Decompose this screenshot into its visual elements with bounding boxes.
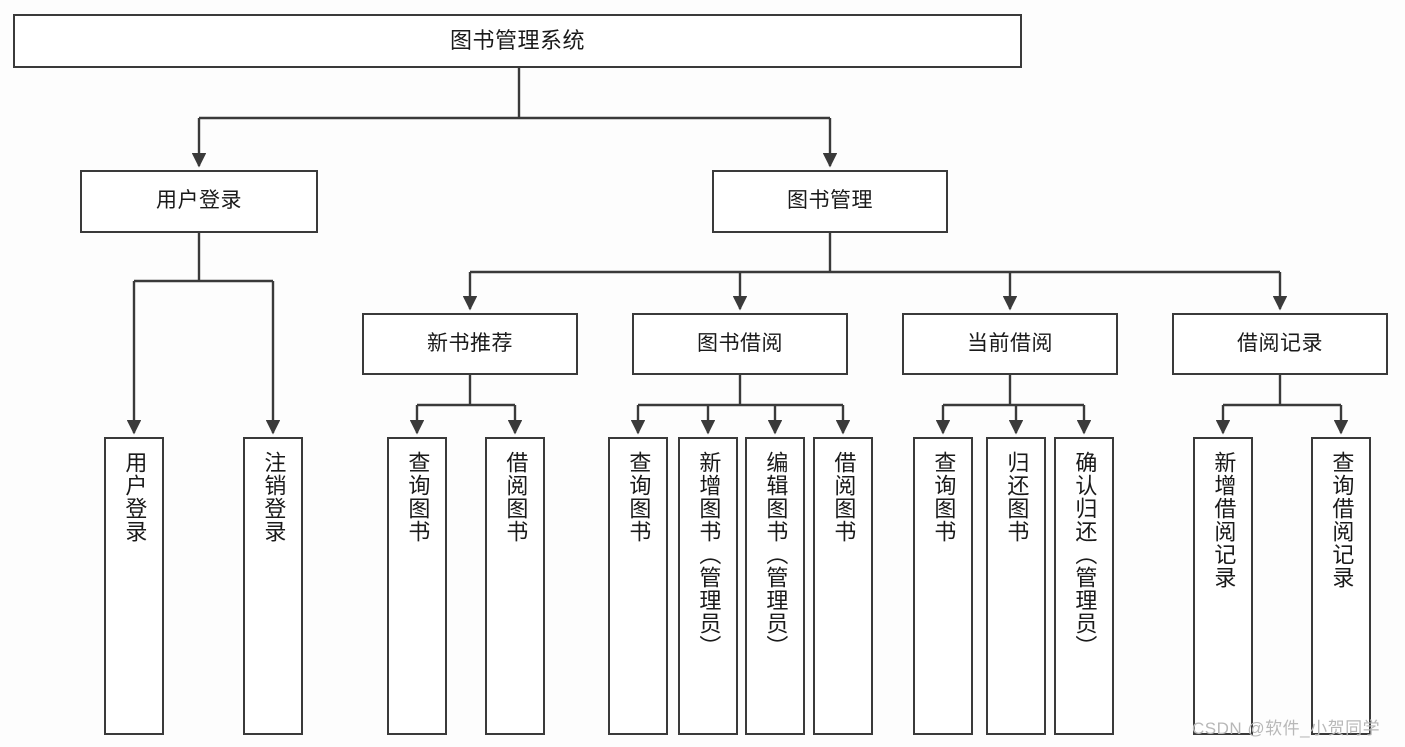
node-leaf-query-book-cur-label: 查询图书 — [931, 451, 957, 543]
node-leaf-confirm-return-label: 确认归还（管理员） — [1072, 451, 1098, 658]
csdn-watermark: CSDN @软件_小贺同学 — [1192, 719, 1381, 738]
node-leaf-return-book[interactable]: 归还图书 — [986, 437, 1046, 735]
node-borrow-record-label: 借阅记录 — [1237, 331, 1323, 355]
node-leaf-borrow-book-rec-label: 借阅图书 — [503, 451, 529, 543]
node-book-manage-label: 图书管理 — [787, 189, 873, 213]
node-leaf-query-book-borrow[interactable]: 查询图书 — [608, 437, 668, 735]
node-new-book-recommend-label: 新书推荐 — [427, 331, 513, 355]
node-root-label: 图书管理系统 — [449, 28, 585, 54]
node-leaf-query-record-label: 查询借阅记录 — [1329, 451, 1355, 589]
node-leaf-borrow-book-rec[interactable]: 借阅图书 — [485, 437, 545, 735]
node-leaf-add-book[interactable]: 新增图书（管理员） — [678, 437, 738, 735]
node-current-borrow-label: 当前借阅 — [967, 331, 1053, 355]
node-new-book-recommend[interactable]: 新书推荐 — [362, 313, 578, 375]
node-leaf-query-book-cur[interactable]: 查询图书 — [913, 437, 973, 735]
node-leaf-query-record[interactable]: 查询借阅记录 — [1311, 437, 1371, 735]
node-book-borrow-label: 图书借阅 — [697, 331, 783, 355]
node-leaf-logout-label: 注销登录 — [261, 451, 287, 543]
node-leaf-query-book-borrow-label: 查询图书 — [626, 451, 652, 543]
node-book-manage[interactable]: 图书管理 — [712, 170, 948, 233]
node-borrow-record[interactable]: 借阅记录 — [1172, 313, 1388, 375]
node-leaf-query-book-rec-label: 查询图书 — [405, 451, 431, 543]
node-leaf-add-record[interactable]: 新增借阅记录 — [1193, 437, 1253, 735]
node-leaf-query-book-rec[interactable]: 查询图书 — [387, 437, 447, 735]
node-leaf-return-book-label: 归还图书 — [1004, 451, 1030, 543]
node-leaf-edit-book[interactable]: 编辑图书（管理员） — [745, 437, 805, 735]
node-book-borrow[interactable]: 图书借阅 — [632, 313, 848, 375]
node-leaf-logout[interactable]: 注销登录 — [243, 437, 303, 735]
node-current-borrow[interactable]: 当前借阅 — [902, 313, 1118, 375]
node-leaf-add-record-label: 新增借阅记录 — [1211, 451, 1237, 589]
node-leaf-edit-book-label: 编辑图书（管理员） — [763, 451, 789, 658]
node-user-login[interactable]: 用户登录 — [80, 170, 318, 233]
node-root[interactable]: 图书管理系统 — [13, 14, 1022, 68]
node-leaf-borrow-book-label: 借阅图书 — [831, 451, 857, 543]
node-leaf-confirm-return[interactable]: 确认归还（管理员） — [1054, 437, 1114, 735]
node-leaf-borrow-book[interactable]: 借阅图书 — [813, 437, 873, 735]
node-leaf-user-login[interactable]: 用户登录 — [104, 437, 164, 735]
node-leaf-user-login-label: 用户登录 — [122, 451, 148, 543]
node-leaf-add-book-label: 新增图书（管理员） — [696, 451, 722, 658]
node-user-login-label: 用户登录 — [156, 189, 242, 213]
